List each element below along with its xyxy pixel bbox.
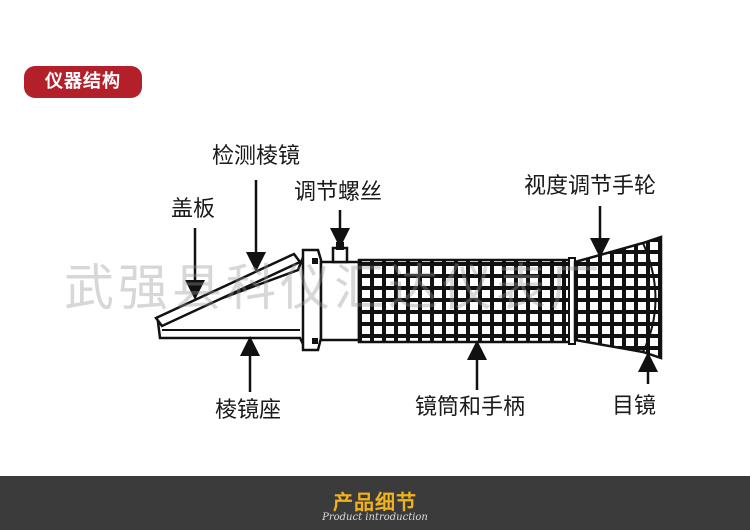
cover-plate-shape [154, 252, 302, 328]
label-detection-prism: 检测棱镜 [212, 144, 301, 169]
label-tube-handle: 镜筒和手柄 [415, 395, 526, 420]
label-cover-plate: 盖板 [171, 197, 216, 222]
footer-subtitle: Product introduction [322, 512, 428, 523]
watermark-text: 武强县科仪汇达仪表厂 [64, 259, 604, 317]
section-title: 仪器结构 [45, 71, 121, 92]
footer-banner: 产品细节 Product introduction [0, 476, 750, 530]
label-adjust-screw: 调节螺丝 [294, 180, 383, 205]
section-title-badge: 仪器结构 [24, 66, 142, 98]
refractometer-diagram [154, 180, 663, 392]
label-diopter-wheel: 视度调节手轮 [524, 174, 657, 199]
tube-handle-shape [357, 258, 573, 344]
footer-title: 产品细节 [333, 490, 417, 514]
eyepiece-shape [573, 235, 663, 360]
label-eyepiece: 目镜 [612, 394, 657, 419]
label-prism-base: 棱镜座 [215, 398, 282, 423]
